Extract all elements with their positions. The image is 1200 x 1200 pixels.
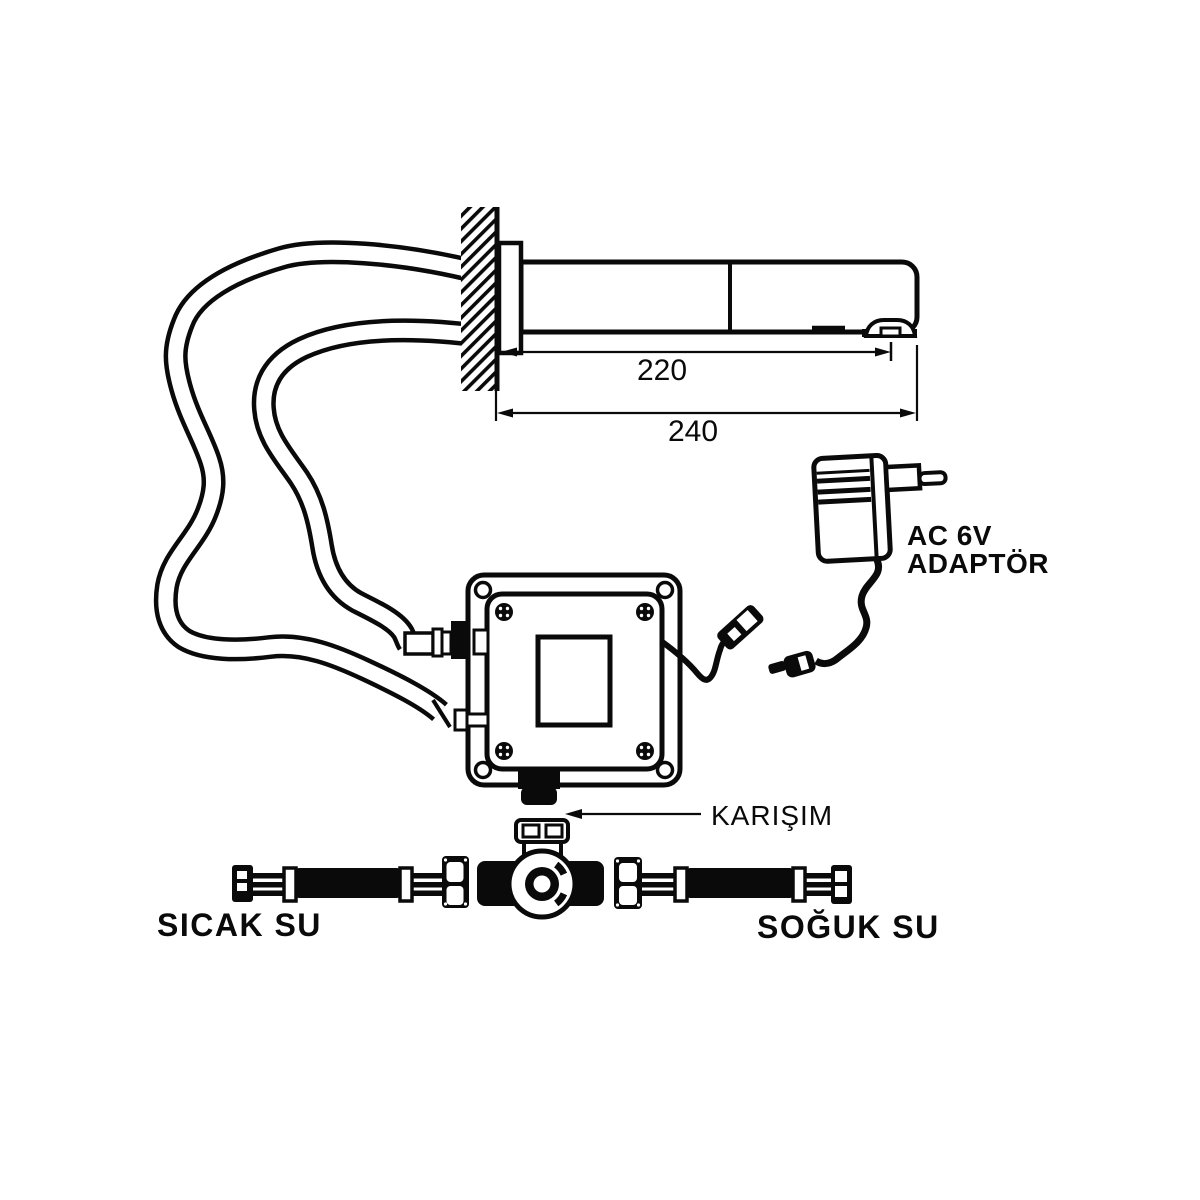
hose-threads — [412, 873, 442, 896]
cable-connector-female — [717, 605, 764, 650]
arrowhead-left — [497, 408, 513, 418]
arrowhead-left — [501, 347, 517, 357]
faucet-spout — [518, 259, 920, 338]
corner-hole — [655, 760, 675, 780]
arrowhead-right — [900, 408, 916, 418]
screw — [495, 742, 513, 760]
hose-connector-plug — [403, 621, 469, 659]
mixed-water-callout: KARIŞIM — [565, 800, 833, 831]
hose-collar — [673, 866, 689, 903]
dimension-240: 240 — [494, 345, 919, 448]
wall-hatch — [461, 207, 500, 391]
adapter-cord — [814, 558, 883, 668]
power-jack-male — [768, 650, 816, 678]
hose-collar — [398, 866, 414, 903]
valve-top-nut — [514, 818, 570, 844]
wall-flange — [496, 240, 524, 356]
corner-hole — [655, 580, 675, 600]
hose-threads — [253, 873, 284, 896]
control-box-window — [535, 634, 613, 728]
hose-threads — [805, 873, 831, 896]
hot-water-hose: SICAK SU — [157, 856, 469, 943]
mixed-water-label: KARIŞIM — [711, 800, 833, 831]
hose-body — [687, 868, 793, 898]
hose-end-nut — [232, 865, 253, 902]
mixing-valve — [477, 818, 604, 920]
control-box-outlet — [518, 768, 560, 805]
dimension-240-value: 240 — [668, 415, 718, 448]
control-box — [453, 572, 683, 805]
inlet-port-tab — [472, 628, 490, 656]
cold-water-hose: SOĞUK SU — [614, 857, 940, 945]
adapter-label-line1: AC 6V — [907, 520, 992, 551]
screw — [636, 603, 654, 621]
hose-threads — [642, 873, 675, 896]
hose-open-end — [431, 698, 452, 729]
screw — [636, 742, 654, 760]
corner-hole — [473, 760, 493, 780]
adapter-vents — [816, 468, 872, 505]
corner-hole — [473, 580, 493, 600]
cold-water-label: SOĞUK SU — [757, 909, 940, 945]
hose-end-nut — [831, 865, 852, 904]
hose-body — [296, 868, 400, 898]
hose-collar — [282, 866, 298, 903]
arrowhead-right — [875, 347, 891, 357]
adapter-plug-prongs — [883, 462, 948, 493]
hose-collar — [791, 866, 807, 903]
inlet-hose-upper — [153, 240, 485, 729]
inlet-hose-lower — [251, 318, 484, 651]
sensor-cable — [659, 605, 764, 683]
ac-adapter: AC 6V ADAPTÖR — [768, 453, 1049, 678]
dimension-220: 220 — [501, 342, 893, 387]
hot-water-label: SICAK SU — [157, 907, 322, 943]
hose-flange-nut — [442, 856, 469, 908]
dimension-220-value: 220 — [637, 354, 687, 387]
aerator-outlet — [862, 318, 918, 338]
screw — [495, 603, 513, 621]
arrowhead-left — [565, 809, 582, 819]
hose-flange-nut — [614, 857, 642, 909]
adapter-label-line2: ADAPTÖR — [907, 548, 1049, 579]
side-stub — [453, 708, 490, 732]
